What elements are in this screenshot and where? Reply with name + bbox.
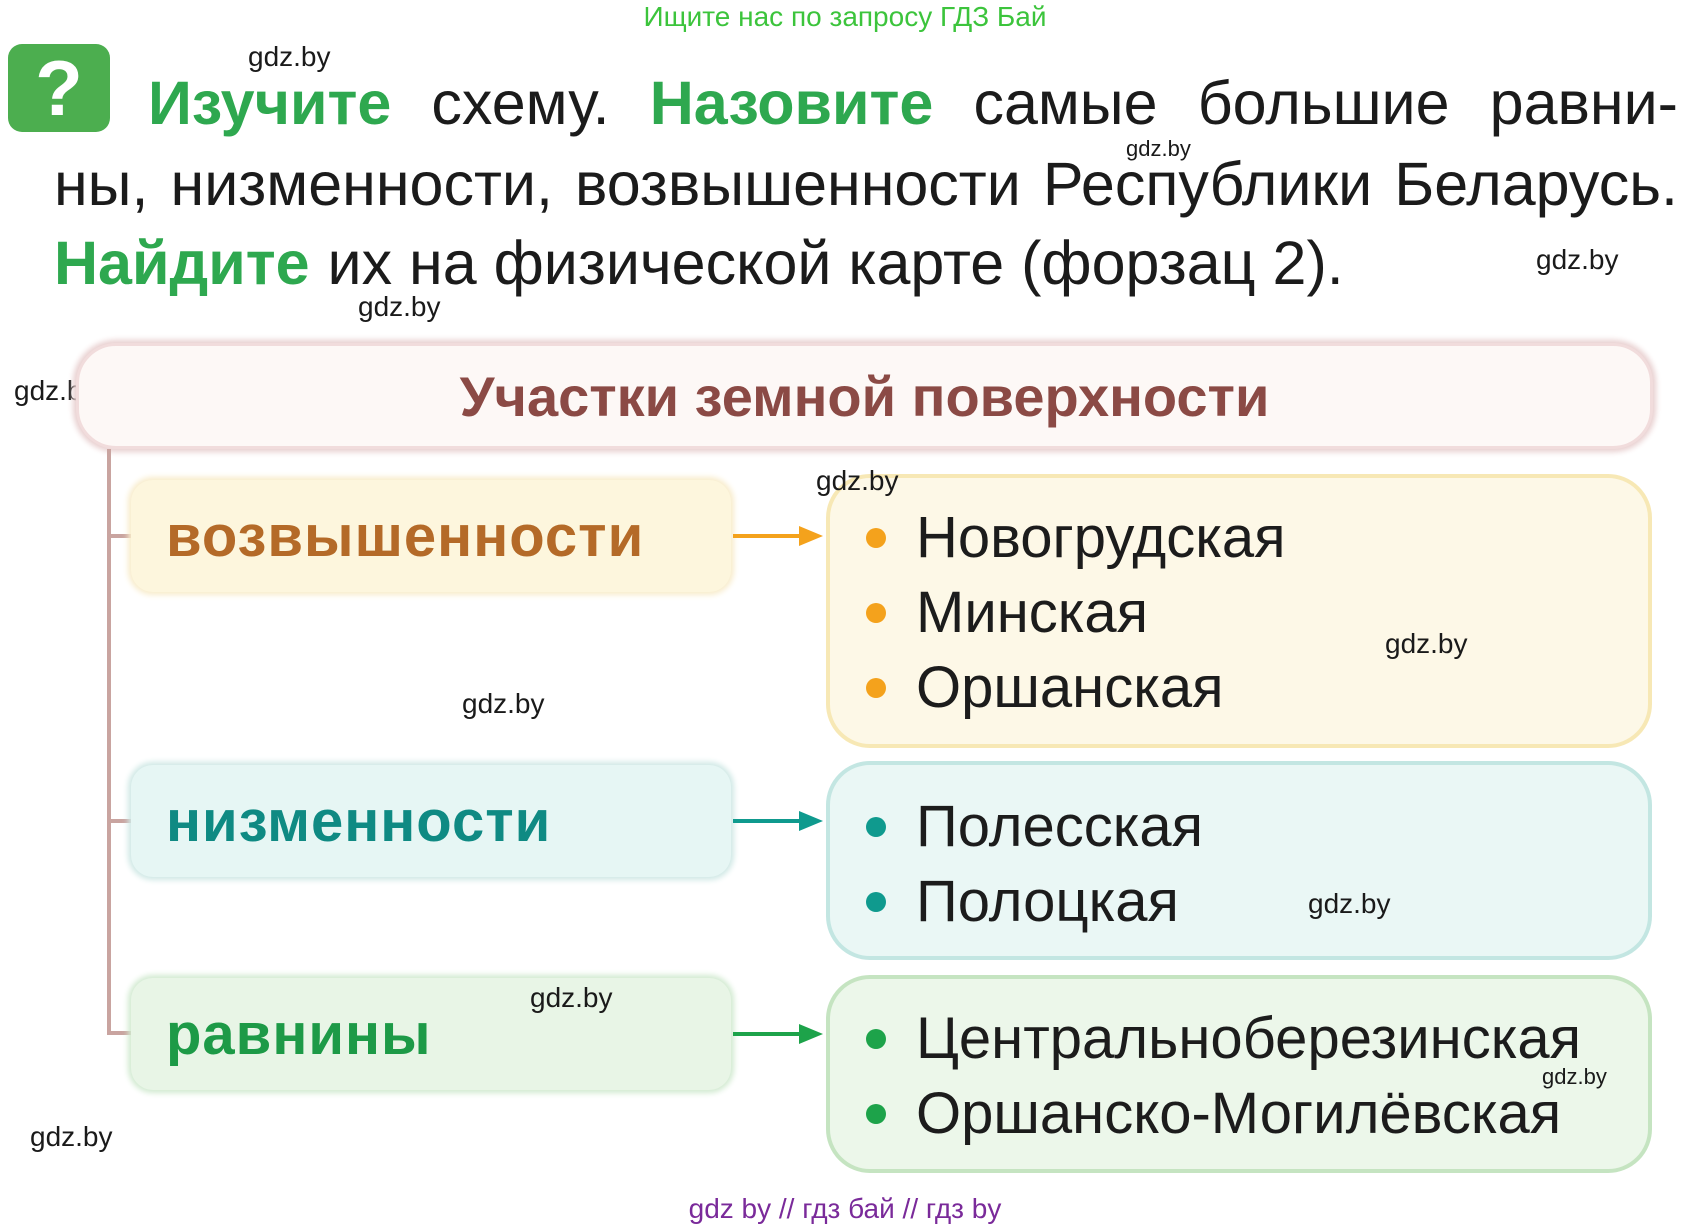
bullet-icon (866, 1103, 886, 1124)
watermark: gdz.by (1308, 888, 1391, 919)
category-plains: равнины (131, 978, 731, 1090)
watermark: gdz.by (1126, 136, 1191, 161)
task-line-2: ны, низменности, возвышенности Республик… (54, 147, 1678, 221)
connector-tick (107, 819, 131, 823)
list-item: Минская (866, 575, 1648, 650)
task-line-1: Изучите схему. Назовите самые большие ра… (148, 66, 1678, 140)
watermark: gdz.by (462, 688, 545, 719)
bullet-icon (866, 527, 886, 548)
lowlands-list-box: Полесская Полоцкая (826, 761, 1652, 960)
task-verb-find: Найдите (54, 229, 310, 297)
bullet-icon (866, 816, 886, 837)
arrow-right-icon (733, 1024, 823, 1044)
list-item: Оршанско-Могилёвская (866, 1076, 1648, 1151)
watermark: gdz.by (30, 1121, 113, 1152)
uplands-list-box: Новогрудская Минская Оршанская (826, 474, 1652, 748)
connector-tick (107, 1031, 131, 1035)
list-item: Оршанская (866, 650, 1648, 725)
lowland-name: Полоцкая (916, 869, 1179, 934)
watermark: gdz.by (1542, 1064, 1607, 1089)
watermark: gdz.by (816, 465, 899, 496)
search-banner: Ищите нас по запросу ГДЗ Бай (643, 1, 1047, 32)
arrow-right-icon (733, 811, 823, 831)
watermark: gdz.by (1536, 244, 1619, 275)
task-word: равни- (1489, 69, 1678, 137)
watermark: gdz.by (358, 291, 441, 322)
list-item: Полоцкая (866, 864, 1648, 939)
category-lowlands: низменности (131, 765, 731, 877)
upland-name: Оршанская (916, 655, 1224, 720)
category-uplands: возвышенности (131, 480, 731, 592)
plain-name: Центральноберезинская (916, 1006, 1582, 1071)
bullet-icon (866, 891, 886, 912)
category-label: возвышенности (166, 503, 645, 569)
arrow-right-icon (733, 526, 823, 546)
lowland-name: Полесская (916, 794, 1204, 859)
task-word: схему. (431, 69, 610, 137)
footer-watermark: gdz by // гдз бай // гдз by (688, 1193, 1002, 1224)
bullet-icon (866, 602, 886, 623)
list-item: Полесская (866, 789, 1648, 864)
plain-name: Оршанско-Могилёвская (916, 1081, 1562, 1146)
upland-name: Новогрудская (916, 505, 1286, 570)
bullet-icon (866, 1028, 886, 1049)
plains-list-box: Центральноберезинская Оршанско-Могилёвск… (826, 975, 1652, 1173)
task-word: Республики (1042, 150, 1373, 218)
question-badge: ? (8, 44, 110, 132)
diagram-title-box: Участки земной поверхности (76, 343, 1653, 449)
task-verb-study: Изучите (148, 69, 392, 137)
watermark: gdz.by (1385, 628, 1468, 659)
task-word: самые (973, 69, 1158, 137)
watermark: gdz.by (530, 982, 613, 1013)
task-word: возвышенности (574, 150, 1021, 218)
task-word: низменности, (170, 150, 553, 218)
upland-name: Минская (916, 580, 1149, 645)
connector-tick (107, 534, 131, 538)
category-label: низменности (166, 788, 552, 854)
list-item: Центральноберезинская (866, 1001, 1648, 1076)
task-line-3-rest: их на физической карте (форзац 2). (327, 229, 1344, 297)
task-word: большие (1197, 69, 1450, 137)
connector-trunk (107, 449, 111, 1033)
task-word: Беларусь. (1394, 150, 1678, 218)
watermark: gdz.by (248, 41, 331, 72)
list-item: Новогрудская (866, 500, 1648, 575)
diagram-title: Участки земной поверхности (459, 364, 1270, 428)
task-word: ны, (54, 150, 149, 218)
task-verb-name: Назовите (649, 69, 934, 137)
question-mark-icon: ? (35, 44, 83, 132)
category-label: равнины (166, 1001, 432, 1067)
bullet-icon (866, 677, 886, 698)
